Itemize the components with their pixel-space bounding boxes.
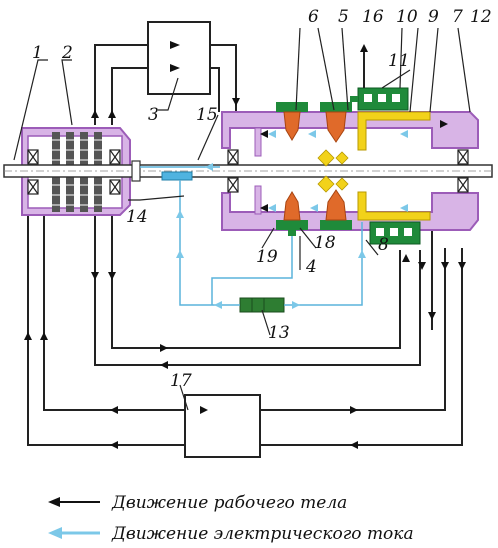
label-2: 2 <box>61 43 73 63</box>
sensor-14 <box>161 171 193 181</box>
yellow-plates <box>357 111 431 221</box>
label-19: 19 <box>256 247 278 267</box>
resistor-13 <box>239 297 285 313</box>
label-8: 8 <box>378 235 389 255</box>
electrode-5-bottom <box>320 189 352 230</box>
part-labels: 1 2 3 4 5 6 7 8 9 10 11 12 13 14 15 16 1… <box>32 7 492 391</box>
piping <box>27 44 463 446</box>
label-1: 1 <box>32 43 43 63</box>
label-9: 9 <box>428 7 439 27</box>
electric-circuit <box>140 166 363 306</box>
label-6: 6 <box>308 7 319 27</box>
electrode-6-top <box>276 102 308 141</box>
label-5: 5 <box>338 7 349 27</box>
center-gap-parts <box>317 149 349 193</box>
electrode-5-top <box>320 102 352 143</box>
electrode-6-bottom <box>276 191 308 236</box>
legend-current-arrow <box>48 527 100 539</box>
unit-8-box <box>369 221 421 245</box>
label-11: 11 <box>388 51 410 71</box>
label-17: 17 <box>170 371 192 391</box>
label-12: 12 <box>470 7 492 27</box>
label-4: 4 <box>305 257 317 277</box>
label-15: 15 <box>196 105 218 125</box>
leader-lines <box>13 27 471 411</box>
label-14: 14 <box>126 207 148 227</box>
label-3: 3 <box>148 105 159 125</box>
legend: Движение рабочего тела Движение электрич… <box>48 493 414 544</box>
unit-3-box <box>147 21 211 95</box>
legend-flow-arrow <box>48 497 100 507</box>
unit-11-box <box>350 87 409 111</box>
left-bearings <box>27 149 121 195</box>
label-16: 16 <box>362 7 384 27</box>
label-13: 13 <box>268 323 290 343</box>
legend-working-fluid: Движение рабочего тела <box>111 493 347 513</box>
main-shaft <box>3 160 493 182</box>
label-18: 18 <box>314 233 336 253</box>
label-10: 10 <box>396 7 418 27</box>
legend-electric-current: Движение электрического тока <box>111 524 414 544</box>
unit-17-box <box>184 394 261 458</box>
label-7: 7 <box>452 7 463 27</box>
flow-arrows <box>24 41 466 449</box>
current-arrows <box>176 130 408 309</box>
